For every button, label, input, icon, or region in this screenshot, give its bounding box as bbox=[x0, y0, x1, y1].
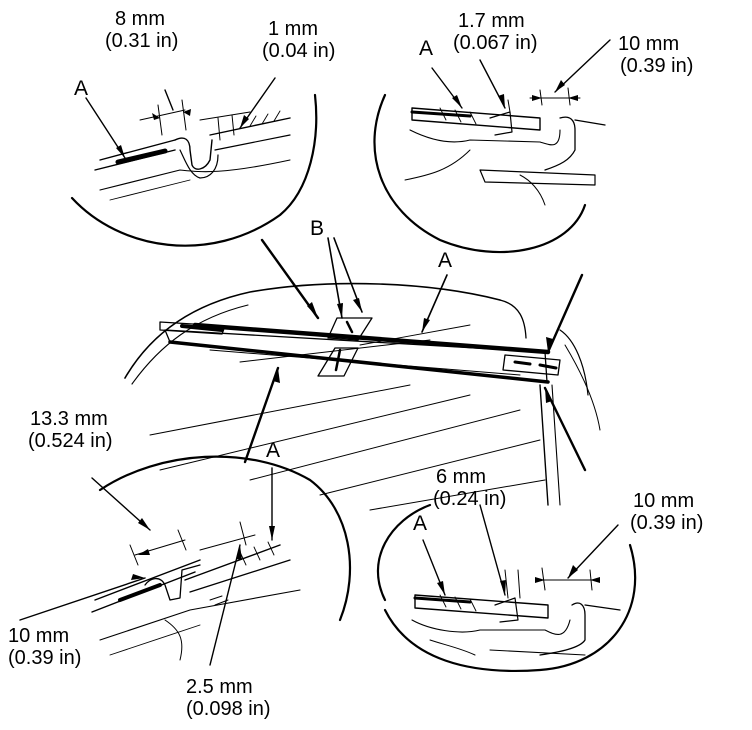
bottom-left-dim1: 13.3 mm bbox=[30, 408, 108, 430]
top-left-dim2: 1 mm bbox=[268, 18, 318, 40]
top-left-arrowheads bbox=[116, 109, 249, 158]
top-right-dim2: 10 mm bbox=[618, 33, 680, 55]
bottom-left-dim3: 2.5 mm bbox=[186, 676, 253, 698]
top-left-dim1-in: (0.31 in) bbox=[105, 30, 179, 52]
top-left-part-a: A bbox=[74, 77, 89, 100]
bottom-right-dim1: 6 mm bbox=[436, 466, 486, 488]
bottom-right-dim1-in: (0.24 in) bbox=[433, 488, 507, 510]
detail-circle-bottom-right bbox=[378, 505, 635, 671]
bottom-left-dim2: 10 mm bbox=[8, 625, 70, 647]
main-part-a: A bbox=[438, 249, 453, 272]
detail-circle-top-left bbox=[72, 78, 316, 246]
main-leaders bbox=[245, 238, 585, 470]
main-arrowheads bbox=[273, 298, 553, 403]
detail-circle-bottom-left bbox=[20, 457, 350, 665]
top-right-dim1-in: (0.067 in) bbox=[453, 32, 538, 54]
bottom-right-arrowheads bbox=[437, 565, 600, 595]
bottom-right-part-a: A bbox=[413, 512, 428, 535]
top-left-dim2-in: (0.04 in) bbox=[262, 40, 336, 62]
top-left-dim1: 8 mm bbox=[115, 8, 165, 30]
bottom-left-dim2-in: (0.39 in) bbox=[8, 647, 82, 669]
roof-main-view bbox=[125, 284, 600, 510]
bottom-left-dim1-in: (0.524 in) bbox=[28, 430, 113, 452]
main-part-b: B bbox=[310, 217, 325, 240]
bottom-right-dim2-in: (0.39 in) bbox=[630, 512, 704, 534]
bottom-left-part-a: A bbox=[266, 439, 281, 462]
top-right-dim1: 1.7 mm bbox=[458, 10, 525, 32]
top-right-arrowheads bbox=[452, 80, 578, 108]
bottom-right-dim2: 10 mm bbox=[633, 490, 695, 512]
bottom-left-dim3-in: (0.098 in) bbox=[186, 698, 271, 720]
top-right-dim2-in: (0.39 in) bbox=[620, 55, 694, 77]
top-right-part-a: A bbox=[419, 37, 434, 60]
bottom-left-arrowheads bbox=[131, 518, 275, 580]
detail-circle-top-right bbox=[374, 40, 610, 252]
